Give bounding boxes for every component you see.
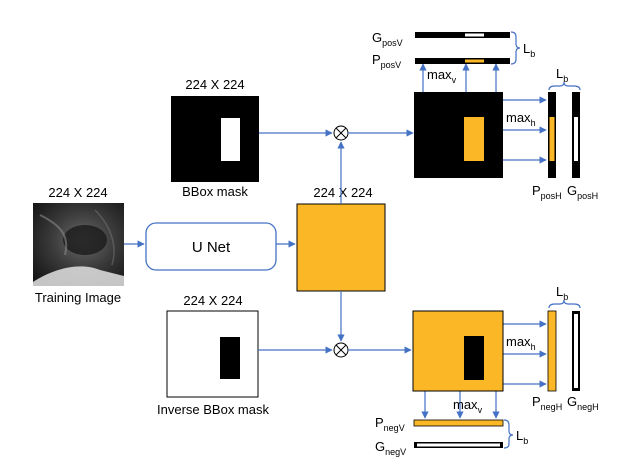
max-h-label-bottom: maxh	[506, 334, 536, 352]
training-image-size: 224 X 224	[48, 185, 107, 200]
bbox-mask-box	[221, 118, 240, 161]
g-posv-bar	[415, 32, 510, 38]
top-result-box	[464, 117, 484, 161]
max-v-label-top: maxv	[427, 67, 457, 85]
unet-output-square	[296, 203, 386, 292]
inverse-mask-square	[166, 310, 259, 398]
max-v-label-bottom: maxv	[453, 397, 483, 415]
training-image-label: Training Image	[35, 290, 121, 305]
flow-arrows	[124, 63, 547, 419]
bottom-result-square	[412, 310, 504, 392]
training-image	[33, 203, 124, 286]
multiply-node-bottom	[333, 342, 349, 358]
bbox-mask-size: 224 X 224	[185, 77, 244, 92]
unet-label: U Net	[192, 239, 231, 256]
p-posh-orange	[549, 117, 555, 161]
g-posh-label: GposH	[567, 183, 598, 201]
l-b-label-bottom-h: Lb	[556, 284, 568, 302]
p-negv-bar	[413, 419, 504, 427]
l-b-label-top-v: Lb	[523, 41, 535, 59]
p-negv-label: PnegV	[375, 415, 405, 433]
p-negh-label: PnegH	[532, 394, 562, 412]
g-negh-label: GnegH	[567, 394, 599, 412]
top-result-square	[414, 92, 503, 178]
l-b-label-top-h: Lb	[556, 66, 568, 84]
l-b-label-bottom-v: Lb	[516, 428, 528, 446]
unet-box	[145, 222, 277, 271]
math-labels: GposV PposV Lb maxv Lb maxh PposH GposH …	[372, 30, 599, 457]
inverse-mask-size: 224 X 224	[183, 293, 242, 308]
p-posh-label: PposH	[532, 183, 562, 201]
g-posv-label: GposV	[372, 30, 403, 48]
g-negv-white	[417, 443, 500, 447]
g-negh-white	[574, 314, 578, 388]
bbox-mask-square	[171, 96, 259, 182]
multiply-node-top	[333, 125, 349, 141]
max-h-label-top: maxh	[506, 110, 536, 128]
p-posv-bar	[415, 58, 510, 64]
g-posh-white	[574, 117, 578, 161]
g-negv-label: GnegV	[375, 439, 406, 457]
braces	[503, 31, 581, 449]
inverse-mask-box	[220, 337, 240, 379]
g-posv-white	[465, 33, 484, 37]
bottom-result-box	[464, 336, 484, 380]
p-negh-bar	[547, 310, 557, 392]
bbox-mask-label: BBox mask	[182, 184, 248, 199]
unet-output-size: 224 X 224	[313, 185, 372, 200]
p-posv-label: PposV	[372, 52, 401, 70]
inverse-mask-label: Inverse BBox mask	[157, 402, 269, 417]
p-posv-orange	[465, 59, 484, 63]
